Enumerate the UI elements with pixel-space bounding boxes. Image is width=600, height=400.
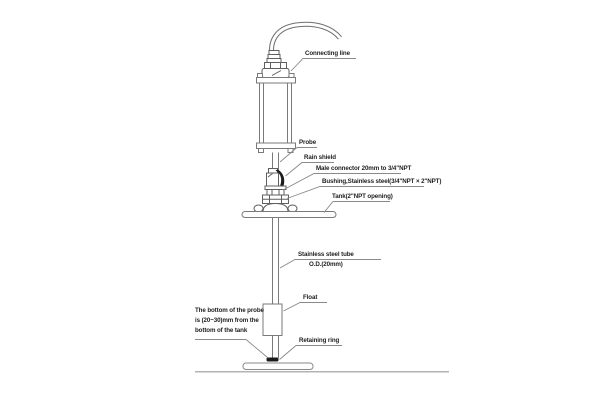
note-line-2: is (20~30)mm from the — [195, 316, 259, 324]
label-float: Float — [303, 293, 318, 301]
label-retaining-ring: Retaining ring — [299, 336, 340, 344]
note-line-1: The bottom of the probe — [195, 306, 264, 314]
label-probe: Probe — [299, 138, 317, 146]
leader-tank — [323, 201, 390, 213]
label-rain-shield: Rain shield — [304, 153, 336, 161]
tank-fitting-dome — [253, 202, 298, 213]
leader-rain-shield — [285, 162, 334, 177]
leader-retaining-ring — [279, 345, 342, 360]
tank-bottom-plate — [242, 362, 314, 370]
probe-bottom-flange — [256, 142, 296, 149]
rain-shield-shape — [275, 169, 285, 186]
label-tank: Tank(2"NPT opening) — [332, 192, 393, 200]
leader-note — [195, 339, 268, 358]
float-shape — [262, 303, 283, 336]
leader-tube — [279, 259, 381, 269]
probe-body — [259, 82, 292, 144]
leader-float — [283, 302, 327, 312]
connecting-cable — [269, 21, 342, 61]
probe-stem — [272, 152, 279, 171]
tank-plate — [241, 211, 337, 218]
leader-male-connector — [282, 173, 401, 191]
retaining-ring-shape — [266, 357, 279, 362]
probe-housing — [256, 73, 296, 153]
probe-top-flange — [256, 77, 296, 84]
bushing-shape — [262, 194, 289, 204]
note-line-3: bottom of the tank — [195, 327, 248, 334]
cable-gland — [261, 50, 290, 78]
rain-shield-fitting — [266, 168, 279, 187]
label-bushing: Bushing,Stainless steel(3/4"NPT × 2"NPT) — [322, 177, 442, 185]
leader-bushing — [286, 186, 424, 199]
label-tube-line2: O.D.(20mm) — [309, 260, 343, 268]
label-tube-line1: Stainless steel tube — [298, 250, 354, 258]
male-connector-shape — [264, 185, 287, 196]
leader-connecting-line — [290, 58, 356, 72]
stainless-tube — [272, 217, 279, 358]
label-male-connector: Male connector 20mm to 3/4"NPT — [316, 164, 412, 172]
label-connecting-line: Connecting line — [305, 49, 350, 57]
top-bolt-right — [288, 73, 295, 78]
bottom-bolt-left — [258, 148, 264, 153]
top-bolt-left — [257, 73, 263, 78]
leader-probe — [279, 147, 317, 163]
